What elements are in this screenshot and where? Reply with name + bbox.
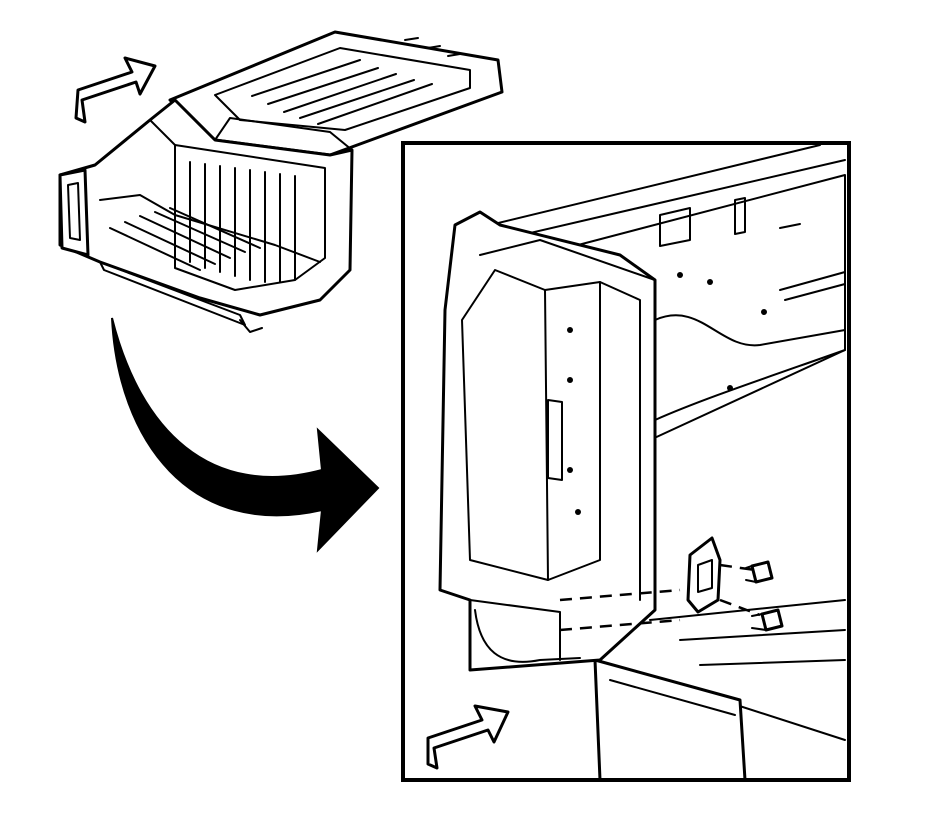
tailgate-pillar-inner (67, 182, 81, 241)
curved-callout-arrow-icon (111, 317, 380, 553)
alignment-line-2 (559, 618, 681, 632)
box-floor-edge (99, 194, 321, 263)
pillar-face-inner (461, 269, 549, 581)
striker-bracket-icon (686, 536, 722, 614)
pillar-side (544, 281, 601, 581)
roof-ribs (251, 59, 433, 125)
box-corner-foot (239, 319, 263, 333)
bolt-alignment-line-2 (719, 598, 761, 617)
panel-slot-2 (734, 197, 746, 235)
pillar-base-curve (474, 609, 581, 663)
panel-hole-4 (727, 385, 733, 391)
pillar-hole-3 (567, 467, 573, 473)
direction-arrow-icon (426, 704, 510, 770)
panel-slot-1 (659, 207, 691, 247)
bolt-icon (745, 560, 774, 584)
pillar-hole-2 (567, 377, 573, 383)
pillar-base (469, 599, 561, 661)
front-wall-ribs (189, 161, 296, 283)
rear-sill-edge (609, 679, 736, 716)
panel-hole-2 (707, 279, 713, 285)
rear-sill-block (593, 658, 747, 778)
striker-bracket-face (697, 559, 713, 593)
pillar-hole-1 (567, 327, 573, 333)
panel-slot-3 (779, 223, 801, 229)
panel-hole-3 (761, 309, 767, 315)
pillar-rear-flange (599, 281, 641, 601)
box-side-top (94, 119, 176, 166)
detail-view (401, 141, 851, 782)
pillar-hole-4 (575, 509, 581, 515)
front-wall-top-rail (489, 145, 846, 241)
bolt-alignment-line-1 (719, 563, 756, 572)
pillar-slot (547, 399, 563, 481)
direction-arrow-icon (74, 56, 157, 124)
tailgate-pillar (58, 168, 90, 257)
panel-slot-4 (779, 271, 846, 301)
alignment-line-1 (559, 588, 681, 602)
bolt-icon (751, 608, 784, 632)
roof-tabs (404, 37, 461, 57)
pickup-box-overview (58, 30, 504, 333)
pillar-top-edge (479, 239, 656, 281)
box-floor-ribs (109, 207, 261, 271)
cab-back-top (214, 117, 353, 151)
panel-floor-edge (654, 349, 846, 421)
panel-hole-1 (677, 272, 683, 278)
panel-contour (654, 314, 846, 347)
